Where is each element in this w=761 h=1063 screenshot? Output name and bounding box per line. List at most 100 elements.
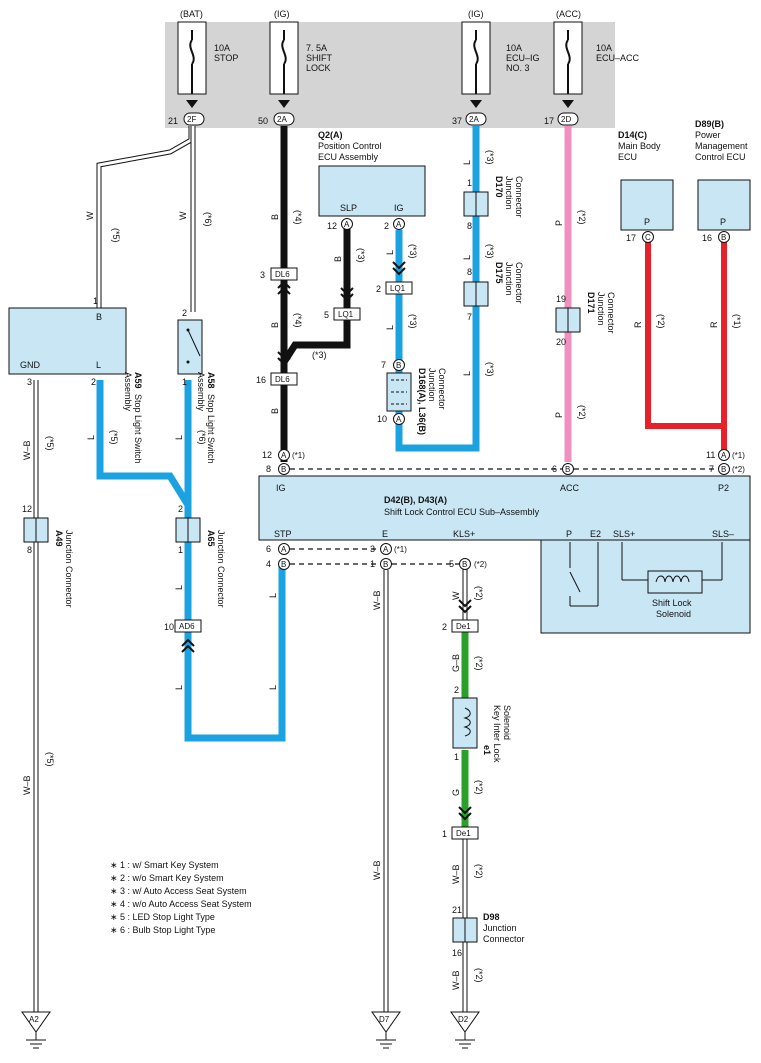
svg-text:(*2): (*2) <box>474 656 484 671</box>
svg-text:2: 2 <box>376 284 381 294</box>
svg-text:A: A <box>721 451 727 460</box>
svg-text:B: B <box>333 256 343 262</box>
svg-text:(*2): (*2) <box>474 586 484 601</box>
svg-text:∗ 4 : w/o Auto Access Seat Sys: ∗ 4 : w/o Auto Access Seat System <box>110 899 252 909</box>
svg-text:10A: 10A <box>506 43 522 53</box>
notes-legend: ∗ 1 : w/ Smart Key System ∗ 2 : w/o Smar… <box>110 860 252 935</box>
svg-text:Junction: Junction <box>427 368 437 402</box>
svg-text:Q2(A): Q2(A) <box>318 130 343 140</box>
svg-text:37: 37 <box>452 116 462 126</box>
svg-text:Shift Lock: Shift Lock <box>652 598 692 608</box>
svg-text:D14(C): D14(C) <box>618 130 647 140</box>
svg-text:B: B <box>383 560 388 569</box>
svg-text:L: L <box>385 325 395 330</box>
svg-text:A: A <box>396 220 402 229</box>
svg-text:SLP: SLP <box>340 203 357 213</box>
svg-text:2: 2 <box>454 685 459 695</box>
svg-text:G: G <box>451 789 461 796</box>
svg-text:A: A <box>281 545 287 554</box>
wire-color-labels: W (*5) W (*6) B (*4) B (*4) B B (*3) (*3… <box>22 150 742 990</box>
svg-text:∗ 1 : w/ Smart Key System: ∗ 1 : w/ Smart Key System <box>110 860 219 870</box>
svg-text:L: L <box>462 371 472 376</box>
svg-text:L: L <box>268 593 278 598</box>
svg-text:8: 8 <box>467 221 472 231</box>
svg-text:W: W <box>85 211 95 220</box>
svg-text:LQ1: LQ1 <box>390 284 406 293</box>
svg-text:(*3): (*3) <box>312 350 327 360</box>
svg-text:P: P <box>644 217 650 227</box>
svg-text:8: 8 <box>266 464 271 474</box>
svg-text:D42(B), D43(A): D42(B), D43(A) <box>384 495 447 505</box>
conn-dl6-3: 3 DL6 <box>260 267 298 295</box>
svg-text:Junction Connector: Junction Connector <box>216 530 226 608</box>
svg-text:Junction: Junction <box>596 292 606 326</box>
svg-text:2: 2 <box>178 504 183 514</box>
svg-text:2: 2 <box>182 308 187 318</box>
svg-text:Assembly: Assembly <box>123 372 133 412</box>
svg-text:12: 12 <box>262 450 272 460</box>
d171-junction-connector: 19 20 D171 Junction Connector <box>555 292 616 347</box>
svg-text:8: 8 <box>467 267 472 277</box>
svg-text:L: L <box>385 250 395 255</box>
d42-shift-lock-control-ecu: IG ACC P2 D42(B), D43(A) Shift Lock Cont… <box>258 475 751 634</box>
svg-text:17: 17 <box>544 116 554 126</box>
svg-text:(*4): (*4) <box>293 210 303 225</box>
svg-text:ECU–IG: ECU–IG <box>506 53 540 63</box>
svg-text:W: W <box>451 591 461 600</box>
svg-text:(*2): (*2) <box>474 864 484 879</box>
svg-text:(*1): (*1) <box>292 451 305 460</box>
conn-de1-2: 2 De1 <box>442 599 479 633</box>
svg-text:A: A <box>281 451 287 460</box>
svg-text:A58: A58 <box>206 372 216 389</box>
svg-text:(*6): (*6) <box>203 212 213 227</box>
svg-text:Main Body: Main Body <box>618 141 661 151</box>
svg-text:(*2): (*2) <box>474 780 484 795</box>
d89-power-management-ecu: D89(B) Power Management Control ECU P 16… <box>695 119 751 243</box>
ground-d2: D2 <box>450 1011 480 1049</box>
svg-text:Junction: Junction <box>483 923 517 933</box>
svg-text:(*2): (*2) <box>474 968 484 983</box>
d168-junction-connector: 7 B 10 A D168(A), L36(B) Junction Connec… <box>377 359 447 435</box>
svg-text:Assembly: Assembly <box>196 372 206 412</box>
svg-text:DL6: DL6 <box>275 270 290 279</box>
svg-text:10A: 10A <box>214 43 230 53</box>
svg-text:Control ECU: Control ECU <box>695 152 746 162</box>
svg-text:A65: A65 <box>206 530 216 547</box>
svg-text:6: 6 <box>552 464 557 474</box>
svg-text:D168(A), L36(B): D168(A), L36(B) <box>417 368 427 435</box>
a59-stop-light-switch: 1 B GND L 3 2 A59 Stop Light Switch Asse… <box>8 296 143 464</box>
svg-text:B: B <box>396 361 401 370</box>
svg-text:A49: A49 <box>54 530 64 547</box>
svg-text:(*5): (*5) <box>109 430 119 445</box>
svg-text:SHIFT: SHIFT <box>306 53 333 63</box>
svg-text:D2: D2 <box>458 1015 469 1024</box>
conn-ad6: 10 AD6 <box>164 619 202 653</box>
svg-text:E: E <box>382 529 388 539</box>
svg-text:(*2): (*2) <box>732 465 745 474</box>
svg-text:∗ 6 : Bulb Stop Light Type: ∗ 6 : Bulb Stop Light Type <box>110 925 215 935</box>
svg-text:(*3): (*3) <box>485 150 495 165</box>
svg-text:(*1): (*1) <box>732 451 745 460</box>
svg-text:(BAT): (BAT) <box>180 9 203 19</box>
svg-text:16: 16 <box>702 233 712 243</box>
svg-text:(*3): (*3) <box>408 244 418 259</box>
svg-text:Stop Light Switch: Stop Light Switch <box>206 394 216 464</box>
svg-text:D7: D7 <box>379 1015 390 1024</box>
svg-text:AD6: AD6 <box>179 622 195 631</box>
svg-text:ACC: ACC <box>560 483 580 493</box>
svg-text:Junction: Junction <box>504 262 514 296</box>
svg-text:DL6: DL6 <box>275 375 290 384</box>
svg-text:D171: D171 <box>586 292 596 314</box>
a58-stop-light-switch: 2 1 A58 Stop Light Switch Assembly <box>177 308 216 464</box>
svg-text:7: 7 <box>467 312 472 322</box>
svg-text:Solenoid: Solenoid <box>656 609 691 619</box>
svg-text:E2: E2 <box>590 529 601 539</box>
svg-text:ECU: ECU <box>618 152 637 162</box>
svg-text:(*2): (*2) <box>577 405 587 420</box>
svg-text:(*2): (*2) <box>474 560 487 569</box>
fuse-block-area <box>165 22 615 128</box>
d14-main-body-ecu: D14(C) Main Body ECU P 17 C <box>618 130 674 243</box>
conn-de1-1: 1 De1 <box>442 806 479 840</box>
conn-lq1-2: 2 LQ1 <box>376 261 413 295</box>
